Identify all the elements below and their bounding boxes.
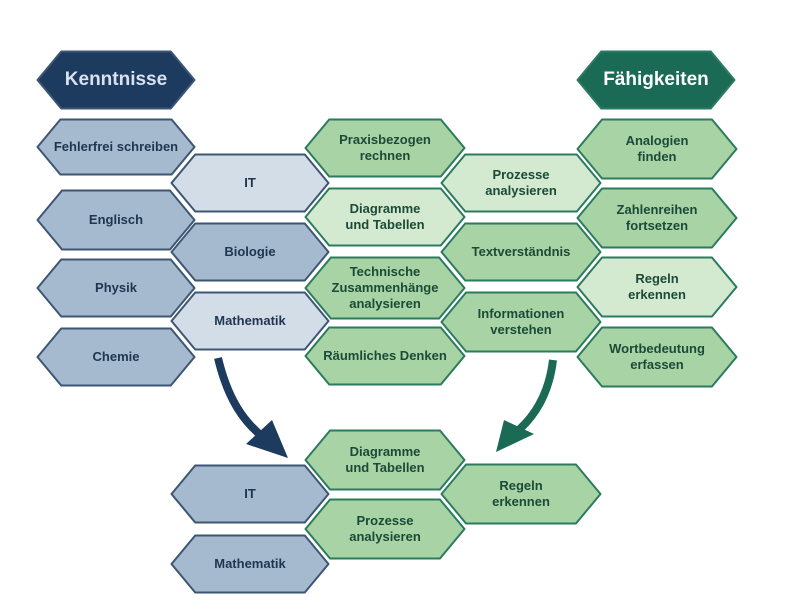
hex-technische-zusammenhaenge-label: Technische Zusammenhänge analysieren <box>331 264 439 311</box>
hex-it-label: IT <box>244 175 256 190</box>
heading-kenntnisse: Kenntnisse <box>36 50 196 110</box>
hex-technische-zusammenhaenge-shape <box>304 256 466 320</box>
hex-mathematik: Mathematik <box>170 291 330 351</box>
result-hex-prozesse-analysieren-label: Prozesse analysieren <box>349 513 421 544</box>
hex-fehlerfrei-schreiben: Fehlerfrei schreiben <box>36 118 196 176</box>
hex-regeln-erkennen-shape <box>576 256 738 318</box>
hex-chemie-label: Chemie <box>92 349 140 364</box>
hex-regeln-erkennen-label: Regeln erkennen <box>628 271 686 302</box>
result-hex-diagramme-und-tabellen-label: Diagramme und Tabellen <box>345 444 425 475</box>
heading-kenntnisse-label: Kenntnisse <box>64 69 168 90</box>
hex-raeumliches-denken-shape <box>304 326 466 386</box>
hex-englisch-shape <box>36 189 196 251</box>
result-hex-mathematik: Mathematik <box>170 534 330 594</box>
result-hex-it-label: IT <box>244 486 256 501</box>
hex-regeln-erkennen: Regeln erkennen <box>576 256 738 318</box>
arrow-left-head <box>246 420 288 458</box>
hex-fehlerfrei-schreiben-label: Fehlerfrei schreiben <box>53 139 179 154</box>
hex-wortbedeutung-erfassen: Wortbedeutung erfassen <box>576 326 738 388</box>
hex-textverstaendnis-label: Textverständnis <box>471 244 571 259</box>
hex-zahlenreihen-fortsetzen-shape <box>576 187 738 249</box>
hex-physik: Physik <box>36 258 196 318</box>
result-hex-it: IT <box>170 464 330 524</box>
hex-zahlenreihen-fortsetzen: Zahlenreihen fortsetzen <box>576 187 738 249</box>
hex-chemie-shape <box>36 327 196 387</box>
heading-faehigkeiten: Fähigkeiten <box>576 50 736 110</box>
heading-faehigkeiten-shape <box>576 50 736 110</box>
hex-wortbedeutung-erfassen-label: Wortbedeutung erfassen <box>609 341 705 372</box>
hex-prozesse-analysieren-label: Prozesse analysieren <box>485 167 557 198</box>
result-hex-diagramme-und-tabellen: Diagramme und Tabellen <box>304 429 466 491</box>
hex-praxisbezogen-rechnen-label: Praxisbezogen rechnen <box>339 132 431 163</box>
result-hex-regeln-erkennen-label: Regeln erkennen <box>492 478 550 509</box>
result-hex-regeln-erkennen-shape <box>440 463 602 525</box>
hex-technische-zusammenhaenge: Technische Zusammenhänge analysieren <box>304 256 466 320</box>
hex-textverstaendnis: Textverständnis <box>440 222 602 282</box>
hex-praxisbezogen-rechnen-shape <box>304 118 466 178</box>
hex-wortbedeutung-erfassen-shape <box>576 326 738 388</box>
hex-mathematik-label: Mathematik <box>214 313 286 328</box>
hex-prozesse-analysieren: Prozesse analysieren <box>440 153 602 213</box>
hex-diagramme-und-tabellen-label: Diagramme und Tabellen <box>345 201 425 232</box>
hex-raeumliches-denken-label: Räumliches Denken <box>323 348 447 363</box>
arrow-left <box>214 357 267 442</box>
hex-zahlenreihen-fortsetzen-label: Zahlenreihen fortsetzen <box>616 202 698 233</box>
hex-physik-label: Physik <box>95 280 137 295</box>
heading-kenntnisse-shape <box>36 50 196 110</box>
result-hex-mathematik-label: Mathematik <box>214 556 286 571</box>
hex-it-shape <box>170 153 330 213</box>
hex-raeumliches-denken: Räumliches Denken <box>304 326 466 386</box>
hex-biologie-label: Biologie <box>224 244 276 259</box>
hex-praxisbezogen-rechnen: Praxisbezogen rechnen <box>304 118 466 178</box>
result-hex-prozesse-analysieren-shape <box>304 498 466 560</box>
hex-it: IT <box>170 153 330 213</box>
hex-englisch: Englisch <box>36 189 196 251</box>
hex-biologie: Biologie <box>170 222 330 282</box>
arrow-right-head <box>496 420 534 452</box>
hex-analogien-finden-label: Analogien finden <box>625 133 689 164</box>
hex-informationen-verstehen-label: Informationen verstehen <box>477 306 565 337</box>
arrow-right <box>511 359 557 438</box>
hex-chemie: Chemie <box>36 327 196 387</box>
hex-englisch-label: Englisch <box>88 212 144 227</box>
hex-informationen-verstehen: Informationen verstehen <box>440 291 602 353</box>
hex-informationen-verstehen-shape <box>440 291 602 353</box>
hex-diagramme-und-tabellen: Diagramme und Tabellen <box>304 187 466 247</box>
result-hex-prozesse-analysieren: Prozesse analysieren <box>304 498 466 560</box>
hex-prozesse-analysieren-shape <box>440 153 602 213</box>
result-hex-it-shape <box>170 464 330 524</box>
result-hex-mathematik-shape <box>170 534 330 594</box>
hex-fehlerfrei-schreiben-shape <box>36 118 196 176</box>
result-hex-regeln-erkennen: Regeln erkennen <box>440 463 602 525</box>
hex-diagramme-und-tabellen-shape <box>304 187 466 247</box>
hex-biologie-shape <box>170 222 330 282</box>
hex-analogien-finden-shape <box>576 118 738 180</box>
hex-textverstaendnis-shape <box>440 222 602 282</box>
hex-analogien-finden: Analogien finden <box>576 118 738 180</box>
heading-faehigkeiten-label: Fähigkeiten <box>603 69 709 90</box>
hex-mathematik-shape <box>170 291 330 351</box>
result-hex-diagramme-und-tabellen-shape <box>304 429 466 491</box>
hex-physik-shape <box>36 258 196 318</box>
